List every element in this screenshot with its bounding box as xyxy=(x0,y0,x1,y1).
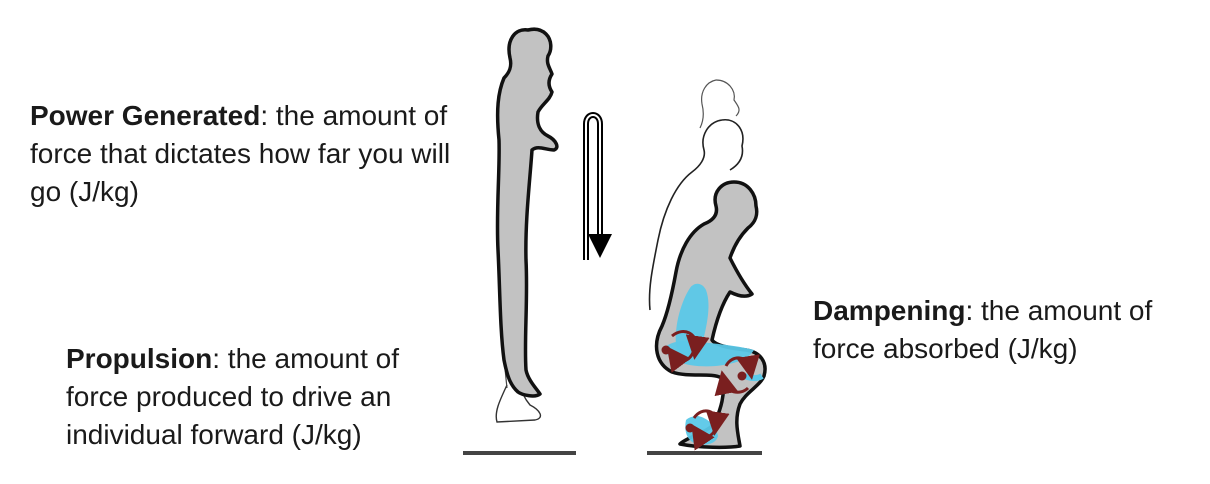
landing-figure-ghost-top xyxy=(699,79,740,129)
dampening-label: Dampening: the amount of force absorbed … xyxy=(813,292,1193,368)
ankle-joint-marker xyxy=(685,409,730,451)
propulsion-label: Propulsion: the amount of force produced… xyxy=(66,340,446,454)
jumping-figure xyxy=(495,27,559,423)
propulsion-description: : the amount of force produced to drive … xyxy=(66,343,400,450)
landing-figure-ghost-middle xyxy=(648,119,744,311)
landing-figure-squat xyxy=(654,180,767,450)
dampening-description: : the amount of force absorbed (J/kg) xyxy=(813,295,1153,364)
power-generated-description: : the amount of force that dictates how … xyxy=(30,100,451,207)
knee-joint-marker xyxy=(714,354,760,397)
power-generated-label: Power Generated: the amount of force tha… xyxy=(30,97,460,211)
power-generated-term: Power Generated xyxy=(30,100,261,131)
propulsion-term: Propulsion xyxy=(66,343,213,374)
down-arrow-icon xyxy=(583,112,612,260)
dampening-term: Dampening xyxy=(813,295,966,326)
hip-joint-marker xyxy=(661,330,710,373)
